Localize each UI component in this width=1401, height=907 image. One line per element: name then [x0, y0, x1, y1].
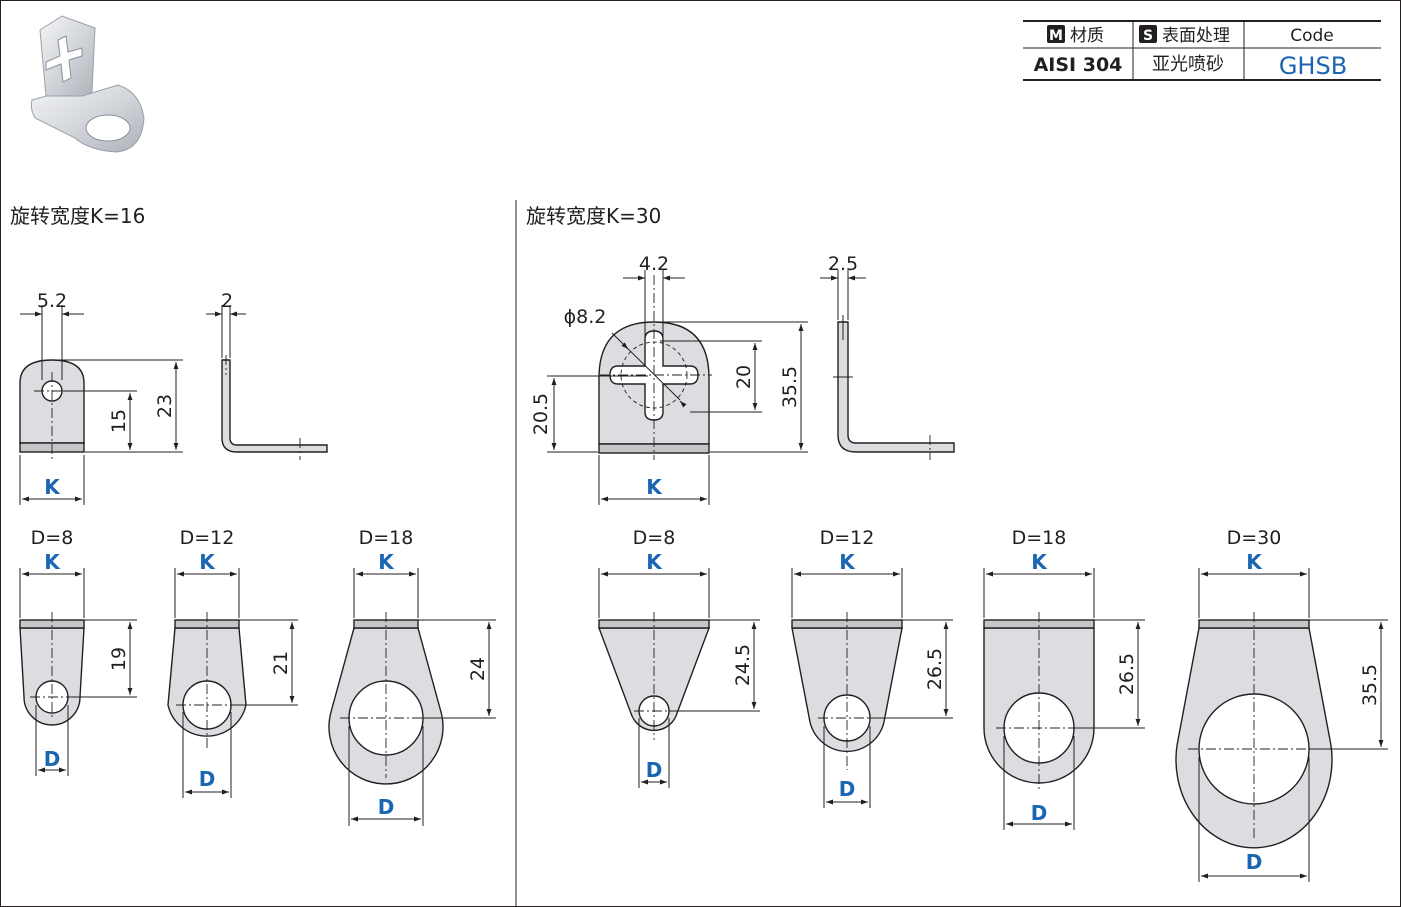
spec-table: M 材质 S 表面处理 Code AISI 304 亚光喷砂 GHSB — [1023, 20, 1381, 81]
surface-header: 表面处理 — [1162, 26, 1230, 46]
variant-k30-d30: D=30 K 35.5 D — [1175, 527, 1388, 882]
dim-height-20-5: 20.5 — [530, 393, 552, 435]
variant-k16-d18: D=18 K 24 D — [328, 527, 496, 826]
dim-height-35-5: 35.5 — [779, 366, 801, 408]
variant-k-label: K — [1246, 550, 1263, 574]
material-badge: M — [1049, 28, 1063, 44]
variant-height: 26.5 — [1116, 653, 1138, 695]
front-view-k30: ϕ8.2 4.2 20.5 20 35.5 K — [530, 253, 808, 505]
variant-title: D=30 — [1227, 527, 1282, 549]
code-header: Code — [1290, 26, 1334, 46]
material-header: 材质 — [1070, 26, 1104, 46]
variant-d-label: D — [1246, 850, 1263, 874]
dim-height-15: 15 — [108, 409, 130, 433]
variant-d-label: D — [378, 795, 395, 819]
section-title-k16: 旋转宽度K=16 — [10, 204, 145, 228]
side-view-k30: 2.5 — [820, 253, 955, 460]
variant-title: D=8 — [31, 527, 74, 549]
variant-k16-d8: D=8 K 19 D — [19, 527, 137, 776]
variant-height: 35.5 — [1359, 664, 1381, 706]
dim-hole-5-2: 5.2 — [37, 290, 67, 312]
variant-k-label: K — [199, 550, 216, 574]
variant-title: D=18 — [1012, 527, 1067, 549]
l-bracket-product-icon — [30, 15, 145, 153]
variant-k30-d12: D=12 K 26.5 D — [791, 527, 953, 808]
variant-k-label: K — [646, 550, 663, 574]
material-value: AISI 304 — [1034, 54, 1123, 76]
variant-k-label: K — [44, 550, 61, 574]
variant-d-label: D — [839, 777, 856, 801]
variant-k30-d18: D=18 K 26.5 D — [983, 527, 1145, 830]
variant-k16-d12: D=12 K 21 D — [167, 527, 298, 798]
dim-height-23: 23 — [154, 394, 176, 418]
surface-value: 亚光喷砂 — [1152, 54, 1224, 75]
dim-k-front-k16: K — [44, 475, 61, 499]
variant-height: 24.5 — [732, 644, 754, 686]
dim-circle-8-2: ϕ8.2 — [564, 306, 607, 328]
variant-height: 24 — [467, 657, 489, 681]
variant-height: 21 — [270, 651, 292, 675]
dim-height-20: 20 — [733, 365, 755, 389]
variant-title: D=12 — [820, 527, 875, 549]
variant-title: D=18 — [359, 527, 414, 549]
section-title-k30: 旋转宽度K=30 — [526, 204, 661, 228]
variant-title: D=8 — [633, 527, 676, 549]
variant-d-label: D — [44, 747, 61, 771]
variant-k-label: K — [839, 550, 856, 574]
variant-k-label: K — [378, 550, 395, 574]
variant-k30-d8: D=8 K 24.5 D — [597, 527, 760, 788]
dim-thickness-2-5: 2.5 — [828, 253, 858, 275]
dim-k-front-k30: K — [646, 475, 663, 499]
dim-thickness-2: 2 — [221, 290, 233, 312]
variant-d-label: D — [646, 758, 663, 782]
variant-height: 19 — [108, 647, 130, 671]
code-value: GHSB — [1279, 52, 1347, 80]
variant-d-label: D — [1031, 801, 1048, 825]
surface-badge: S — [1143, 28, 1153, 44]
variant-title: D=12 — [180, 527, 235, 549]
dim-slot-4-2: 4.2 — [639, 253, 669, 275]
variant-k-label: K — [1031, 550, 1048, 574]
variant-height: 26.5 — [924, 648, 946, 690]
front-view-k16: 5.2 15 23 K — [19, 290, 183, 505]
variant-d-label: D — [199, 767, 216, 791]
side-view-k16: 2 — [206, 290, 328, 460]
